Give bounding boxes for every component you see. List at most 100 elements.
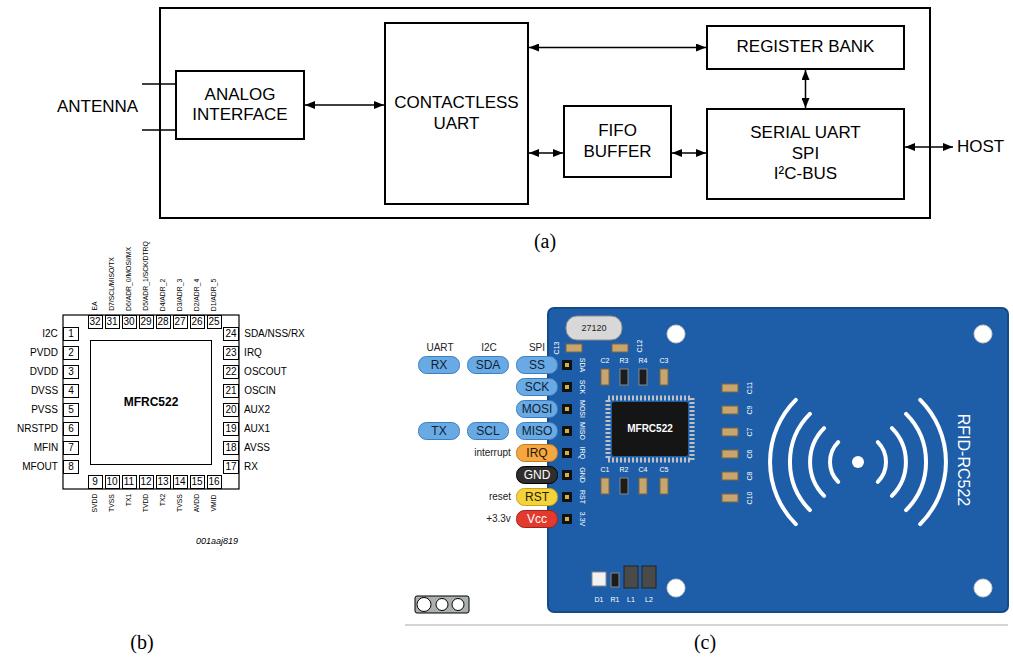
pin-name: PVDD	[30, 347, 58, 359]
figure-label: (a)	[534, 230, 556, 253]
pin-number-box: 11	[122, 475, 137, 489]
node-text: 22	[225, 367, 236, 377]
part-designator: L2	[645, 596, 653, 604]
pin-function: reset	[489, 491, 511, 503]
pin-name: VMID	[209, 494, 218, 511]
pin-number-box: 6	[63, 422, 79, 436]
pin-name: RX	[244, 461, 258, 473]
pin-pill: RX	[418, 356, 460, 374]
chip-pins	[608, 398, 692, 460]
pin-number-box: 28	[156, 315, 171, 329]
header-pin-name: 3.3V	[578, 512, 586, 526]
node-text: REGISTER BANK	[737, 37, 875, 57]
part-designator: C7	[746, 428, 754, 437]
pin-number-box: 19	[223, 422, 239, 436]
rfid-wave	[892, 428, 906, 496]
pin-name: D5/ADR_1/SCK/DTRQ	[141, 241, 150, 311]
header-pin-name: MISO	[578, 422, 586, 440]
inductor	[624, 566, 638, 588]
function-block: REGISTER BANK	[706, 25, 905, 70]
function-block: SERIAL UART SPI I²C-BUS	[706, 108, 905, 200]
pin-number-box: 27	[173, 315, 188, 329]
pin-name: D1/ADR_5	[209, 279, 218, 312]
resistor	[611, 573, 619, 587]
part-designator: R2	[620, 466, 629, 474]
pin-pill: SCK	[516, 378, 558, 396]
capacitor	[660, 478, 668, 494]
node-text: 31	[106, 317, 117, 327]
node-text: 24	[225, 329, 236, 339]
resistor	[620, 369, 628, 385]
header-pin	[565, 429, 569, 433]
rfid-wave	[770, 400, 796, 524]
chip-body	[612, 402, 688, 456]
node-text: RST	[525, 491, 549, 503]
bus-arrow	[305, 104, 384, 106]
pin-name: AUX2	[244, 404, 270, 416]
license-badge	[415, 596, 469, 613]
part-designator: L1	[627, 596, 635, 604]
node-text: 9	[92, 477, 98, 487]
crystal-marking: 27120	[581, 323, 606, 333]
mounting-hole	[974, 325, 992, 343]
part-designator: R4	[639, 357, 648, 365]
node-text: 20	[225, 405, 236, 415]
license-badge	[452, 599, 464, 611]
mounting-hole	[667, 325, 685, 343]
header-pin	[562, 514, 572, 524]
header-pin	[562, 448, 572, 458]
node-text: SERIAL UART SPI I²C-BUS	[750, 123, 861, 184]
pin-name: MFOUT	[22, 461, 58, 473]
port-label: ANTENNA	[57, 97, 138, 117]
capacitor	[722, 494, 738, 502]
led	[592, 572, 606, 586]
inductor	[642, 566, 656, 588]
capacitor	[612, 344, 628, 352]
chip-die: MFRC522	[90, 340, 212, 465]
pin-pill: SS	[516, 356, 558, 374]
node-text: 16	[208, 477, 219, 487]
pin-number-box: 7	[63, 441, 79, 455]
part-designator: D1	[595, 596, 604, 604]
node-text: 18	[225, 443, 236, 453]
capacitor	[566, 344, 582, 352]
capacitor	[660, 369, 668, 385]
node-text: 19	[225, 424, 236, 434]
pin-pill: MISO	[516, 422, 558, 440]
pin-number-box: 31	[105, 315, 120, 329]
function-block: CONTACTLESS UART	[384, 22, 529, 205]
capacitor	[639, 478, 647, 494]
part-designator: C1	[601, 466, 610, 474]
node-text: 4	[68, 386, 74, 396]
header-pin	[562, 426, 572, 436]
node-text: 29	[140, 317, 151, 327]
pin-name: AUX1	[244, 423, 270, 435]
pin-number-box: 4	[63, 384, 79, 398]
antenna-wire	[142, 129, 175, 131]
node-text: MFRC522	[124, 395, 179, 409]
pin-name: EA	[90, 302, 99, 311]
capacitor	[722, 428, 738, 436]
rfid-wave	[878, 442, 886, 482]
separator-rule	[405, 625, 1008, 626]
node-text: GND	[524, 469, 551, 481]
header-pin	[562, 360, 572, 370]
pin-number-box: 25	[207, 315, 222, 329]
pin-name: OSCIN	[244, 385, 276, 397]
chip-outline	[160, 8, 930, 218]
node-text: SCL	[476, 425, 499, 437]
node-text: IRQ	[526, 447, 547, 459]
node-text: ANALOG INTERFACE	[192, 85, 287, 126]
rfid-wave	[906, 414, 926, 510]
capacitor	[722, 406, 738, 414]
pin-name: PVSS	[31, 404, 58, 416]
pin-number-box: 3	[63, 365, 79, 379]
header-pin-name: IRQ	[578, 447, 586, 459]
pin-pill: SDA	[467, 356, 509, 374]
pin-number-box: 15	[190, 475, 205, 489]
node-text: 32	[89, 317, 100, 327]
part-designator: C4	[639, 466, 648, 474]
header-pin	[565, 407, 569, 411]
header-pin	[562, 470, 572, 480]
